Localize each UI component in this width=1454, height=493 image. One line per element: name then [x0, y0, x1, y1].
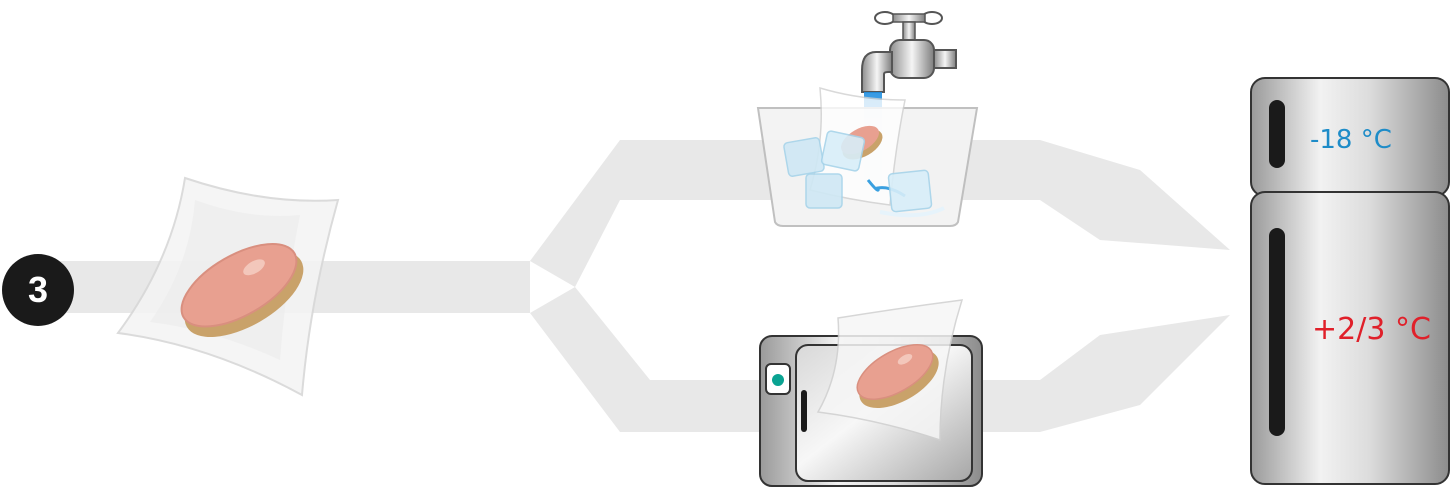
- tap-spout: [862, 52, 892, 92]
- ice-cube: [888, 170, 932, 212]
- chiller-handle: [801, 390, 807, 432]
- tap-body: [890, 40, 934, 78]
- tap-handle-left: [875, 12, 895, 24]
- blast-chiller: [760, 300, 982, 486]
- ice-cube: [806, 174, 842, 208]
- step-number-badge: 3: [2, 254, 74, 326]
- ice-cube: [821, 130, 865, 171]
- ice-cube: [783, 137, 824, 177]
- freezer-handle: [1269, 100, 1285, 168]
- fridge-temperature: +2/3 °C: [1312, 312, 1431, 347]
- step-number: 3: [28, 269, 48, 311]
- ice-water-basin: [758, 88, 977, 226]
- vacuum-packed-meat: [118, 178, 338, 395]
- fridge-handle: [1269, 228, 1285, 436]
- freezer-temperature: -18 °C: [1310, 125, 1392, 155]
- chiller-status-led: [772, 374, 784, 386]
